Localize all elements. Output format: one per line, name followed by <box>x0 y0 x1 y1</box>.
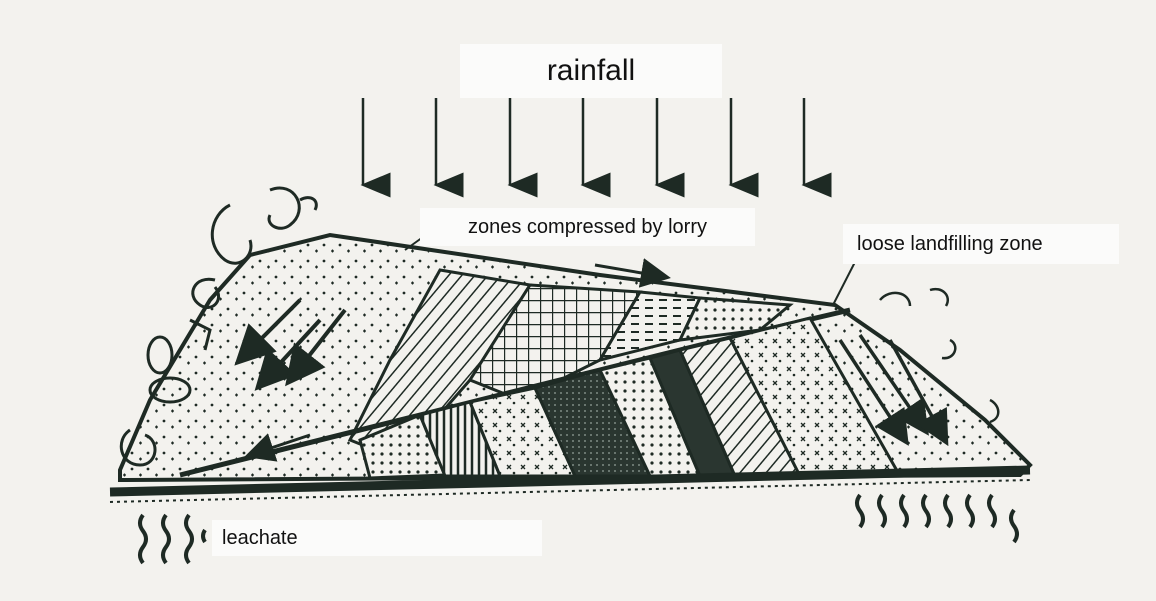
compressed-zone-label: zones compressed by lorry <box>420 208 755 246</box>
leachate-label: leachate <box>212 520 542 556</box>
rainfall-label: rainfall <box>460 44 722 98</box>
wavy-seepage-icon <box>967 495 973 527</box>
wavy-seepage-icon <box>901 495 907 527</box>
wavy-seepage-icon <box>989 495 995 527</box>
seepage-right <box>857 495 1017 542</box>
pointer-loose <box>833 262 855 305</box>
wavy-seepage-icon <box>879 495 885 527</box>
rain-arrows <box>363 98 804 185</box>
wavy-seepage-icon <box>923 495 929 527</box>
wavy-seepage-icon <box>163 515 169 563</box>
seepage-left <box>140 515 205 563</box>
wavy-seepage-icon <box>203 530 205 542</box>
loose-zone-label: loose landfilling zone <box>843 224 1119 264</box>
wavy-seepage-icon <box>945 495 951 527</box>
wavy-seepage-icon <box>857 495 863 527</box>
wavy-seepage-icon <box>140 515 146 563</box>
wavy-seepage-icon <box>1011 510 1017 542</box>
wavy-seepage-icon <box>186 515 192 563</box>
